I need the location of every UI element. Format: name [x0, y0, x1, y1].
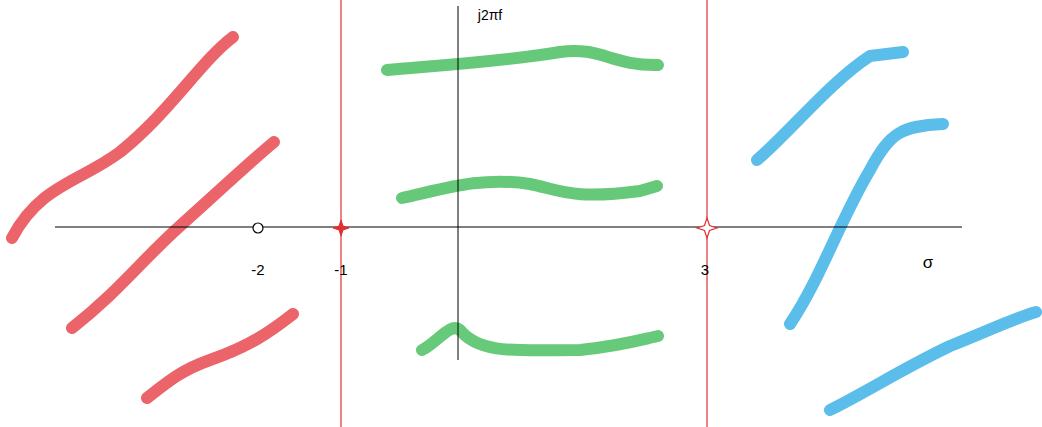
pole-marker — [697, 218, 717, 238]
imag-axis — [458, 6, 459, 360]
tick-label: -2 — [251, 262, 264, 279]
red-strokes — [12, 37, 293, 398]
roc-boundary — [340, 0, 341, 427]
green-strokes — [387, 51, 658, 351]
tick-label: 3 — [701, 262, 709, 279]
sigma-axis — [55, 227, 962, 228]
zero-marker — [253, 223, 263, 233]
tick-label: -1 — [334, 262, 347, 279]
roc-boundary — [706, 0, 707, 427]
blue-strokes — [757, 52, 1036, 410]
axis-label: σ — [923, 254, 934, 273]
pole-marker — [333, 220, 349, 236]
axis-label: j2πf — [478, 8, 502, 23]
